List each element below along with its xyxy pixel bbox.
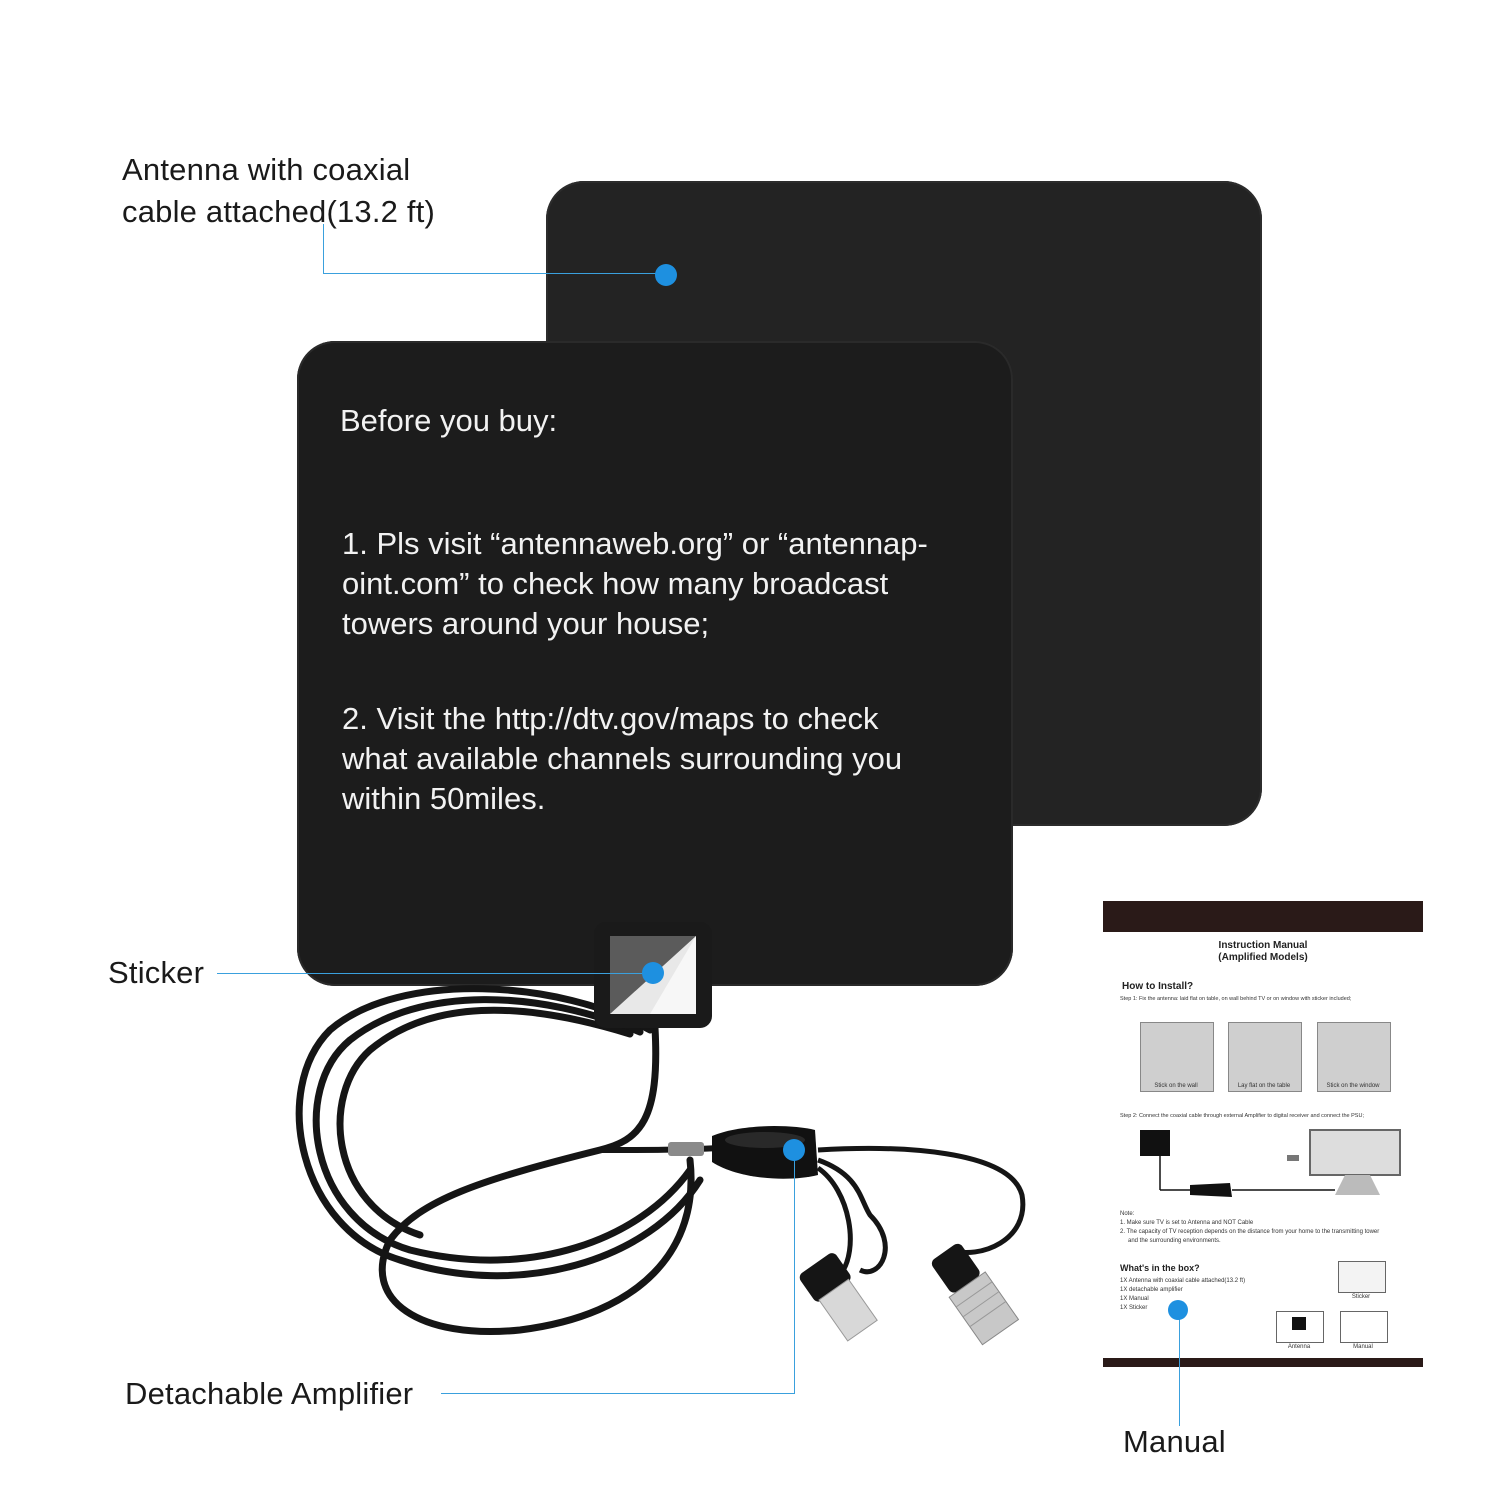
panel-item1-line3: towers around your house; xyxy=(342,606,710,641)
callout-manual: Manual xyxy=(1123,1424,1226,1459)
manual-photo-window xyxy=(1317,1022,1391,1092)
manual-thumb-manual-label: Manual xyxy=(1353,1344,1373,1350)
manual-note1: 1. Make sure TV is set to Antenna and NO… xyxy=(1120,1220,1254,1226)
manual-step1: Step 1: Fix the antenna: laid flat on ta… xyxy=(1120,996,1352,1002)
callout-dot-antenna xyxy=(655,264,677,286)
callout-antenna-line2: cable attached(13.2 ft) xyxy=(122,194,436,229)
callout-sticker: Sticker xyxy=(108,955,205,990)
manual-thumb-sticker-label: Sticker xyxy=(1351,1294,1371,1300)
callout-antenna-line1: Antenna with coaxial xyxy=(122,152,411,187)
panel-heading: Before you buy: xyxy=(340,403,558,438)
manual-whats-in-box: What's in the box? xyxy=(1120,1263,1200,1273)
manual-photo-table xyxy=(1228,1022,1302,1092)
manual-thumb-sticker xyxy=(1338,1261,1386,1293)
callout-dot-amplifier xyxy=(783,1139,805,1161)
manual-thumb-manual xyxy=(1340,1311,1388,1343)
manual-box3: 1X Manual xyxy=(1120,1296,1149,1302)
instruction-manual: Instruction Manual (Amplified Models) Ho… xyxy=(1103,901,1423,1367)
manual-box1: 1X Antenna with coaxial cable attached(1… xyxy=(1120,1278,1246,1284)
manual-title: Instruction Manual xyxy=(1218,940,1308,951)
manual-how-to: How to Install? xyxy=(1122,981,1194,992)
manual-note2b: and the surrounding environments. xyxy=(1128,1238,1221,1244)
panel-item1-line1: 1. Pls visit “antennaweb.org” or “antenn… xyxy=(342,526,928,561)
panel-item1-line2: oint.com” to check how many broadcast xyxy=(342,566,889,601)
manual-subtitle: (Amplified Models) xyxy=(1218,952,1308,963)
leader-amplifier-horizontal xyxy=(441,1393,795,1394)
manual-caption-window: Stick on the window xyxy=(1326,1083,1380,1089)
panel-item2-line3: within 50miles. xyxy=(342,781,546,816)
leader-amplifier-vertical xyxy=(794,1150,795,1394)
callout-amplifier: Detachable Amplifier xyxy=(125,1376,414,1411)
manual-wiring-diagram xyxy=(1140,1129,1401,1197)
leader-sticker xyxy=(217,973,653,974)
manual-step2: Step 2: Connect the coaxial cable throug… xyxy=(1120,1113,1364,1119)
manual-photo-wall xyxy=(1140,1022,1214,1092)
manual-thumb-antenna-label: Antenna xyxy=(1287,1344,1311,1350)
manual-note2: 2. The capacity of TV reception depends … xyxy=(1120,1229,1380,1235)
panel-item2-line1: 2. Visit the http://dtv.gov/maps to chec… xyxy=(342,701,879,736)
manual-box4: 1X Sticker xyxy=(1120,1305,1148,1311)
leader-antenna-vertical xyxy=(323,224,324,274)
manual-caption-table: Lay flat on the table xyxy=(1237,1083,1291,1089)
manual-thumb-antenna xyxy=(1276,1311,1324,1343)
panel-item2-line2: what available channels surrounding you xyxy=(342,741,903,776)
callout-dot-manual xyxy=(1168,1300,1188,1320)
manual-caption-wall: Stick on the wall xyxy=(1154,1083,1198,1089)
callout-dot-sticker xyxy=(642,962,664,984)
leader-antenna-horizontal xyxy=(323,273,666,274)
antenna-panel-front: Before you buy: 1. Pls visit “antennaweb… xyxy=(297,341,1013,986)
manual-box2: 1X detachable amplifier xyxy=(1120,1287,1183,1293)
manual-bottom-bar xyxy=(1103,1358,1423,1367)
leader-manual xyxy=(1179,1310,1180,1426)
manual-note-label: Note: xyxy=(1120,1211,1135,1217)
manual-top-bar xyxy=(1103,901,1423,932)
